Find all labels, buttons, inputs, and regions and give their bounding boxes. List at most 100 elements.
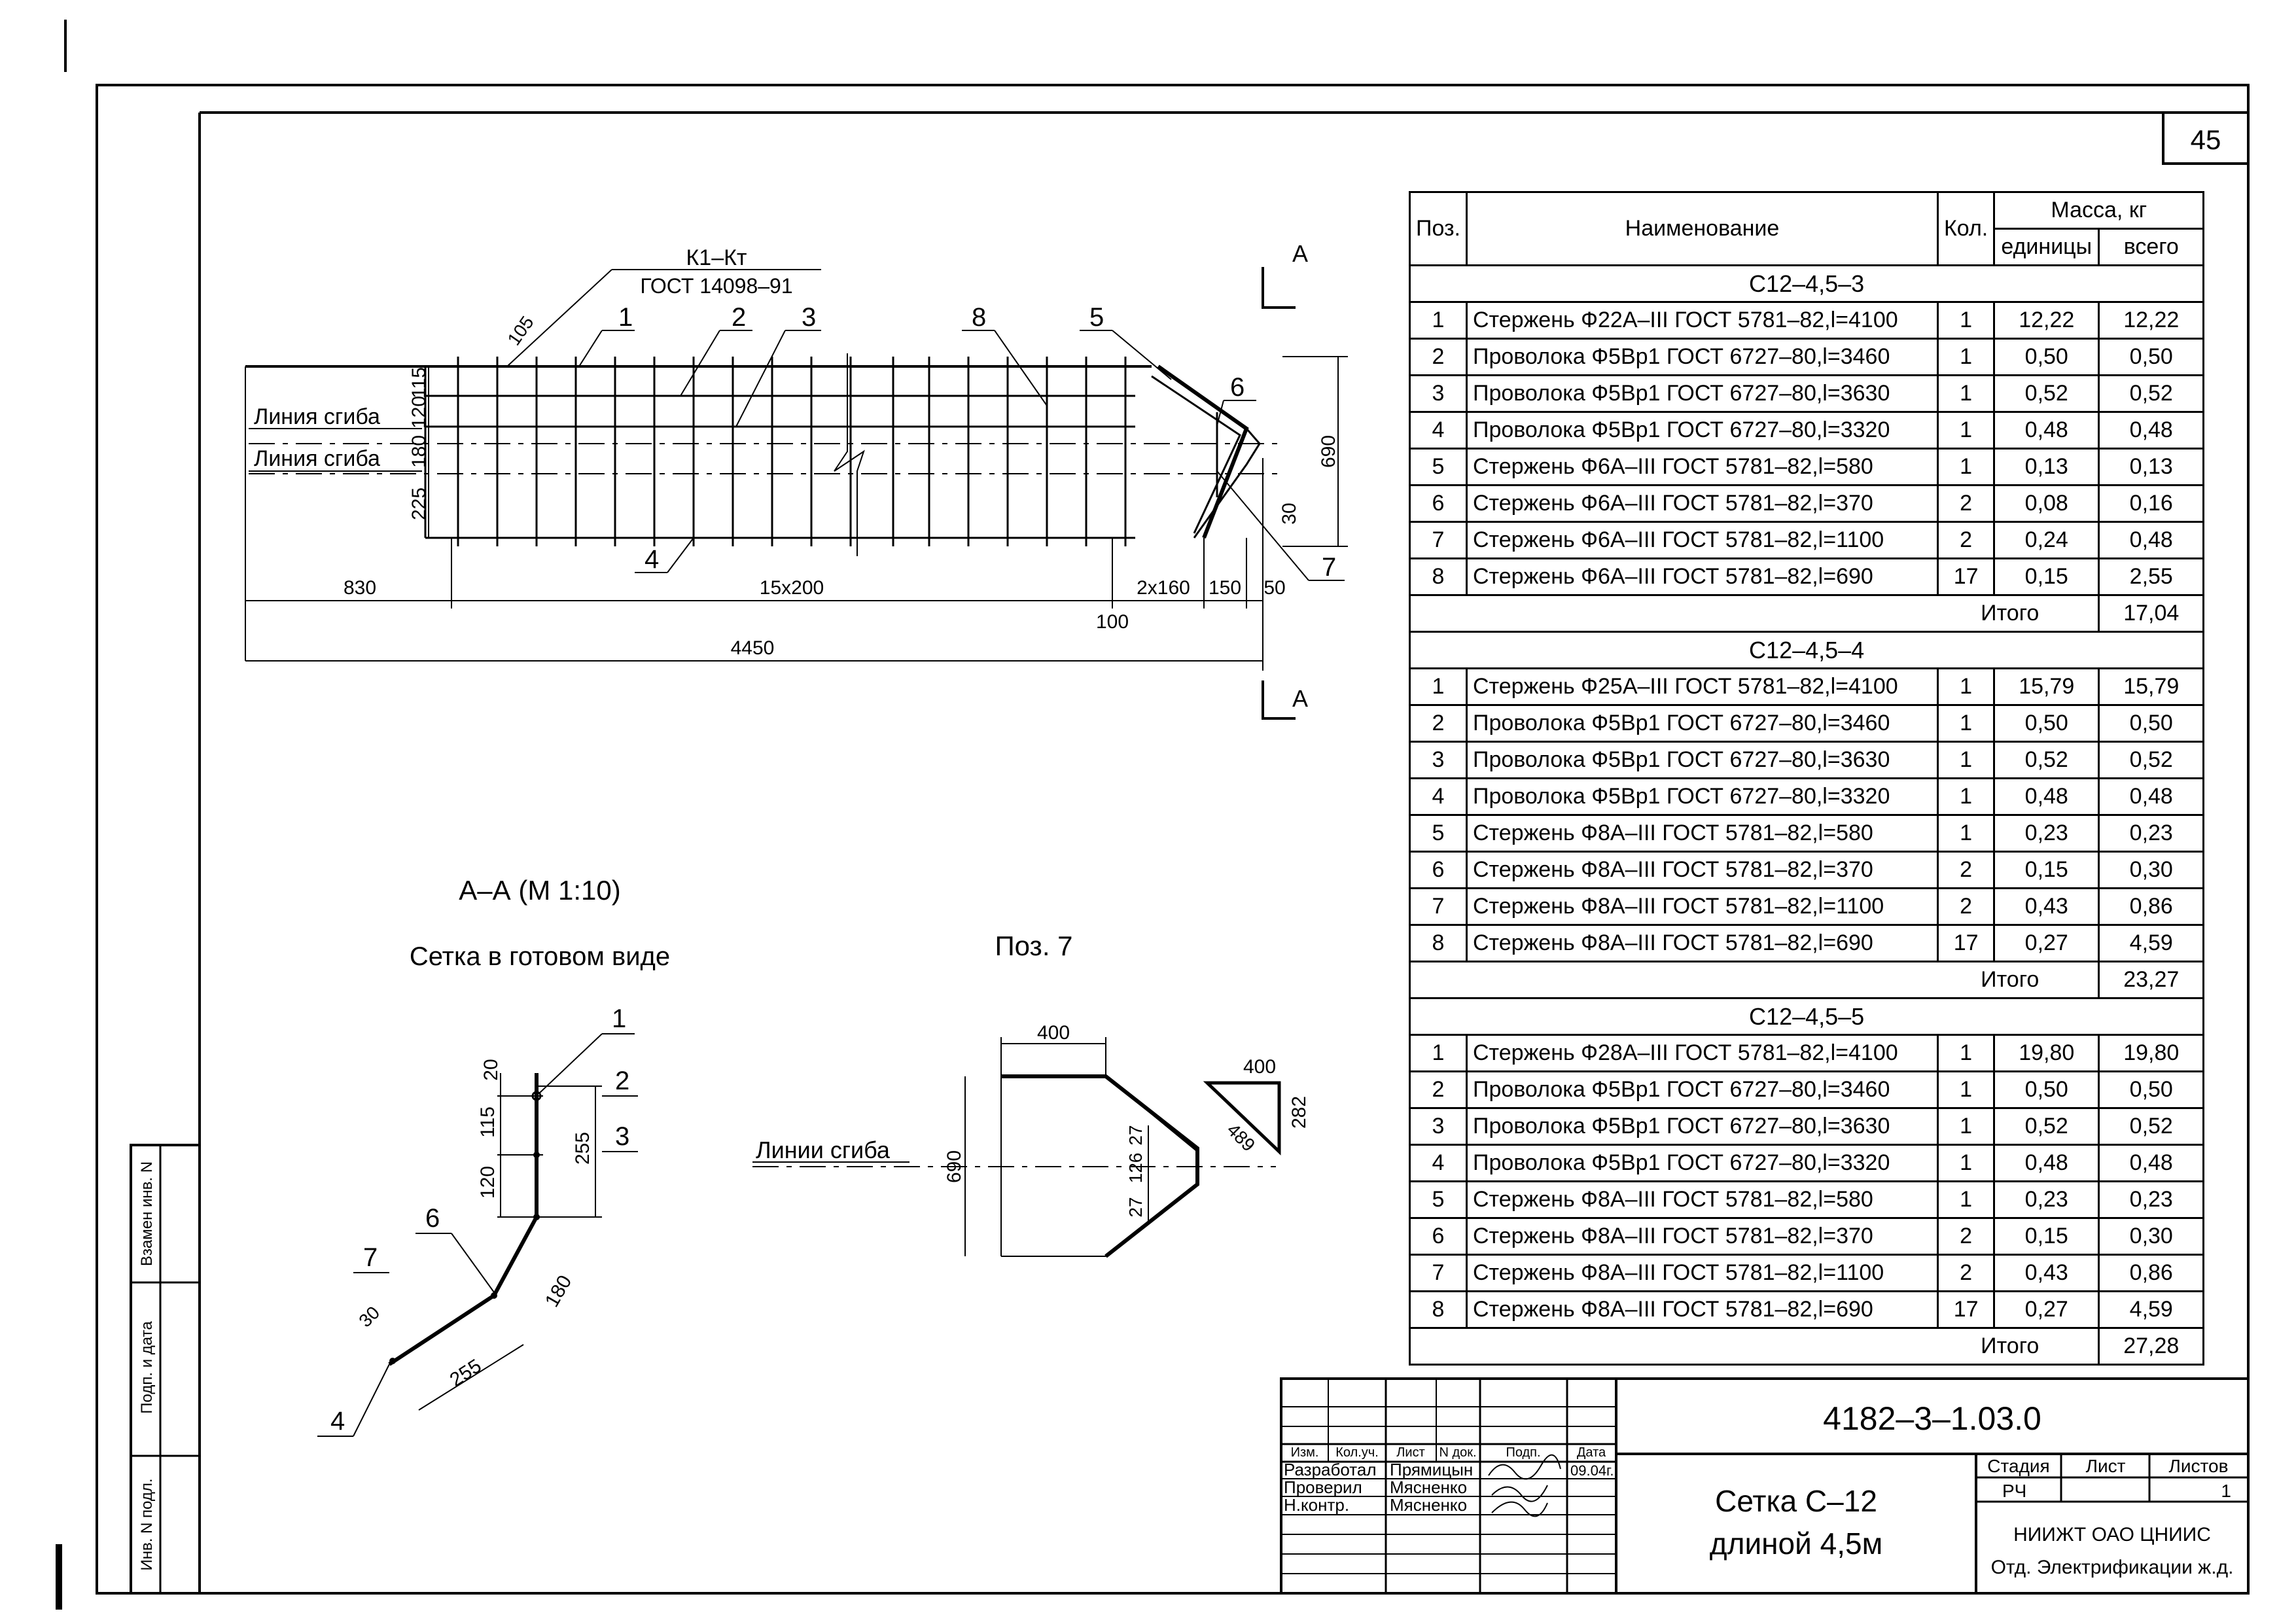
cell-total-mass: 4,59: [2098, 1290, 2205, 1329]
tri-dim-400: 400: [1243, 1056, 1276, 1078]
specification-table: Поз. Наименование Кол. Масса, кг единицы…: [1408, 191, 2205, 1366]
pos7-bend-label: Линии сгиба: [756, 1137, 891, 1163]
tb-sheets-label: Листов: [2169, 1456, 2229, 1476]
cell-name: Стержень Ф6А–III ГОСТ 5781–82,l=690: [1466, 557, 1939, 596]
cell-unit-mass: 0,52: [1993, 741, 2100, 779]
cell-unit-mass: 0,52: [1993, 374, 2100, 413]
pos-label-5: 5: [1089, 303, 1104, 332]
group-title-row: С12–4,5–3: [1408, 264, 2205, 303]
pos7-triangle: [1203, 1081, 1281, 1156]
bar-pos7: [1151, 375, 1241, 534]
cell-name: Стержень Ф8А–III ГОСТ 5781–82,l=1100: [1466, 1254, 1939, 1292]
main-mesh-drawing: 115 120 180 225 Линия сгиба Линия сгиба …: [245, 240, 1348, 720]
sec-dim-255a: 255: [572, 1132, 593, 1165]
cell-qty: 2: [1936, 521, 1996, 559]
hdr-pos: Поз.: [1409, 191, 1468, 266]
pos7-bar: [1001, 1074, 1199, 1258]
cell-qty: 2: [1936, 484, 1996, 523]
cell-qty: 1: [1936, 448, 1996, 486]
cell-pos: 2: [1409, 704, 1468, 743]
section-aa-drawing: А–А (М 1:10) Сетка в готовом виде 20 115…: [317, 875, 670, 1437]
tri-dim-282: 282: [1288, 1096, 1310, 1129]
cell-qty: 2: [1936, 851, 1996, 889]
hdr-qty: Кол.: [1936, 191, 1996, 266]
title-block: Изм. Кол.уч. Лист N док. Подп. Дата Разр…: [1280, 1377, 2250, 1595]
tb-name-3: Мясненко: [1390, 1495, 1467, 1515]
cell-pos: 5: [1409, 1180, 1468, 1219]
hdr-name: Наименование: [1466, 191, 1939, 266]
signature-2: [1491, 1485, 1548, 1502]
tb-role-1: Разработал: [1284, 1460, 1377, 1479]
pos-label-3: 3: [802, 303, 816, 332]
total-label: Итого: [1408, 961, 2100, 999]
weld-note-1: К1–Кт: [686, 245, 747, 270]
cell-name: Стержень Ф8А–III ГОСТ 5781–82,l=690: [1466, 1290, 1939, 1329]
cell-unit-mass: 0,13: [1993, 448, 2100, 486]
tb-org-2: Отд. Электрификации ж.д.: [1991, 1557, 2234, 1578]
sec-pos-3: 3: [615, 1122, 629, 1151]
section-title: А–А (М 1:10): [459, 875, 620, 906]
dim-150: 150: [1209, 577, 1241, 599]
total-value: 17,04: [2098, 594, 2205, 633]
outer-frame: [96, 84, 2250, 1595]
stamp-sign-date: Подп. и дата: [138, 1321, 156, 1414]
cell-pos: 1: [1409, 667, 1468, 706]
cell-qty: 1: [1936, 338, 1996, 376]
group-title: С12–4,5–4: [1408, 631, 2205, 669]
dim-690: 690: [1318, 435, 1339, 468]
cell-total-mass: 0,48: [2098, 777, 2205, 816]
cell-total-mass: 0,52: [2098, 741, 2205, 779]
tb-sheet-label: Лист: [2086, 1456, 2126, 1476]
tb-code: 4182–3–1.03.0: [1823, 1400, 2041, 1437]
cell-qty: 1: [1936, 667, 1996, 706]
cell-pos: 8: [1409, 924, 1468, 962]
cell-total-mass: 19,80: [2098, 1034, 2205, 1072]
cell-unit-mass: 0,50: [1993, 1070, 2100, 1109]
cell-qty: 1: [1936, 814, 1996, 853]
cell-unit-mass: 0,23: [1993, 1180, 2100, 1219]
sec-dim-255b: 255: [446, 1355, 486, 1391]
cell-unit-mass: 0,43: [1993, 1254, 2100, 1292]
cell-pos: 5: [1409, 814, 1468, 853]
tb-name-1: Прямицын: [1390, 1460, 1473, 1479]
group-title: С12–4,5–3: [1408, 264, 2205, 303]
tb-role-2: Проверил: [1284, 1477, 1362, 1497]
stamp-inv-sub: Взамен инв. N: [138, 1161, 156, 1266]
hdr-total: всего: [2098, 228, 2205, 266]
cell-pos: 7: [1409, 1254, 1468, 1292]
signature-1: [1488, 1454, 1561, 1480]
cell-unit-mass: 15,79: [1993, 667, 2100, 706]
tb-col-podp: Подп.: [1506, 1445, 1540, 1460]
section-bar-bent: [388, 1216, 539, 1366]
pos7-dim-27a: 27: [1125, 1125, 1146, 1145]
dim-180: 180: [408, 435, 430, 468]
cell-unit-mass: 0,52: [1993, 1107, 2100, 1146]
cell-qty: 2: [1936, 1217, 1996, 1256]
pos-label-2: 2: [732, 303, 746, 332]
tb-col-list: Лист: [1396, 1445, 1424, 1460]
cell-unit-mass: 0,08: [1993, 484, 2100, 523]
cell-unit-mass: 12,22: [1993, 301, 2100, 340]
signature-3: [1491, 1501, 1548, 1517]
cell-total-mass: 0,50: [2098, 704, 2205, 743]
group-title-row: С12–4,5–4: [1408, 631, 2205, 669]
cell-qty: 17: [1936, 924, 1996, 962]
cell-name: Стержень Ф25А–III ГОСТ 5781–82,l=4100: [1466, 667, 1939, 706]
sec-dim-30: 30: [355, 1302, 383, 1331]
cell-pos: 4: [1409, 777, 1468, 816]
tb-col-data: Дата: [1577, 1445, 1606, 1460]
section-subtitle: Сетка в готовом виде: [410, 942, 670, 971]
tb-role-3: Н.контр.: [1284, 1495, 1349, 1515]
